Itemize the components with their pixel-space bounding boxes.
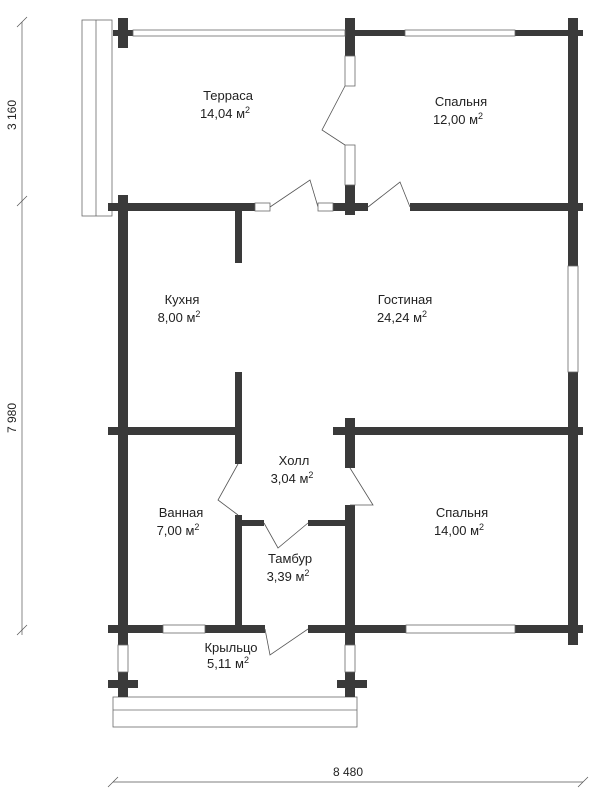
porch-deck [112,696,358,728]
room-name-porch: Крыльцо [204,640,257,655]
dimension-terrace-depth: 3 160 [5,100,19,130]
room-name-living: Гостиная [378,292,433,307]
room-name-terrace: Терраса [203,88,254,103]
walls [108,18,583,697]
dimension-house-depth: 7 980 [5,403,19,433]
room-name-bedroom1: Спальня [435,94,487,109]
room-area-porch: 5,11 м2 [207,655,249,671]
dimension-lines: 3 160 7 980 8 480 [5,16,589,788]
room-area-terrace: 14,04 м2 [200,105,250,121]
room-labels: Терраса 14,04 м2 Спальня 12,00 м2 Кухня … [157,88,489,671]
room-name-bedroom2: Спальня [436,505,488,520]
room-area-kitchen: 8,00 м2 [158,309,201,325]
doors [217,85,411,656]
room-area-hall: 3,04 м2 [271,470,314,486]
room-area-vestibule: 3,39 м2 [267,568,310,584]
room-name-bathroom: Ванная [159,505,204,520]
windows [117,29,579,673]
room-name-vestibule: Тамбур [268,551,312,566]
room-name-hall: Холл [279,453,310,468]
room-name-kitchen: Кухня [165,292,200,307]
room-area-living: 24,24 м2 [377,309,427,325]
room-area-bedroom1: 12,00 м2 [433,111,483,127]
room-area-bedroom2: 14,00 м2 [434,522,484,538]
dimension-house-width: 8 480 [333,765,363,779]
room-area-bathroom: 7,00 м2 [157,522,200,538]
terrace-deck [81,19,113,217]
